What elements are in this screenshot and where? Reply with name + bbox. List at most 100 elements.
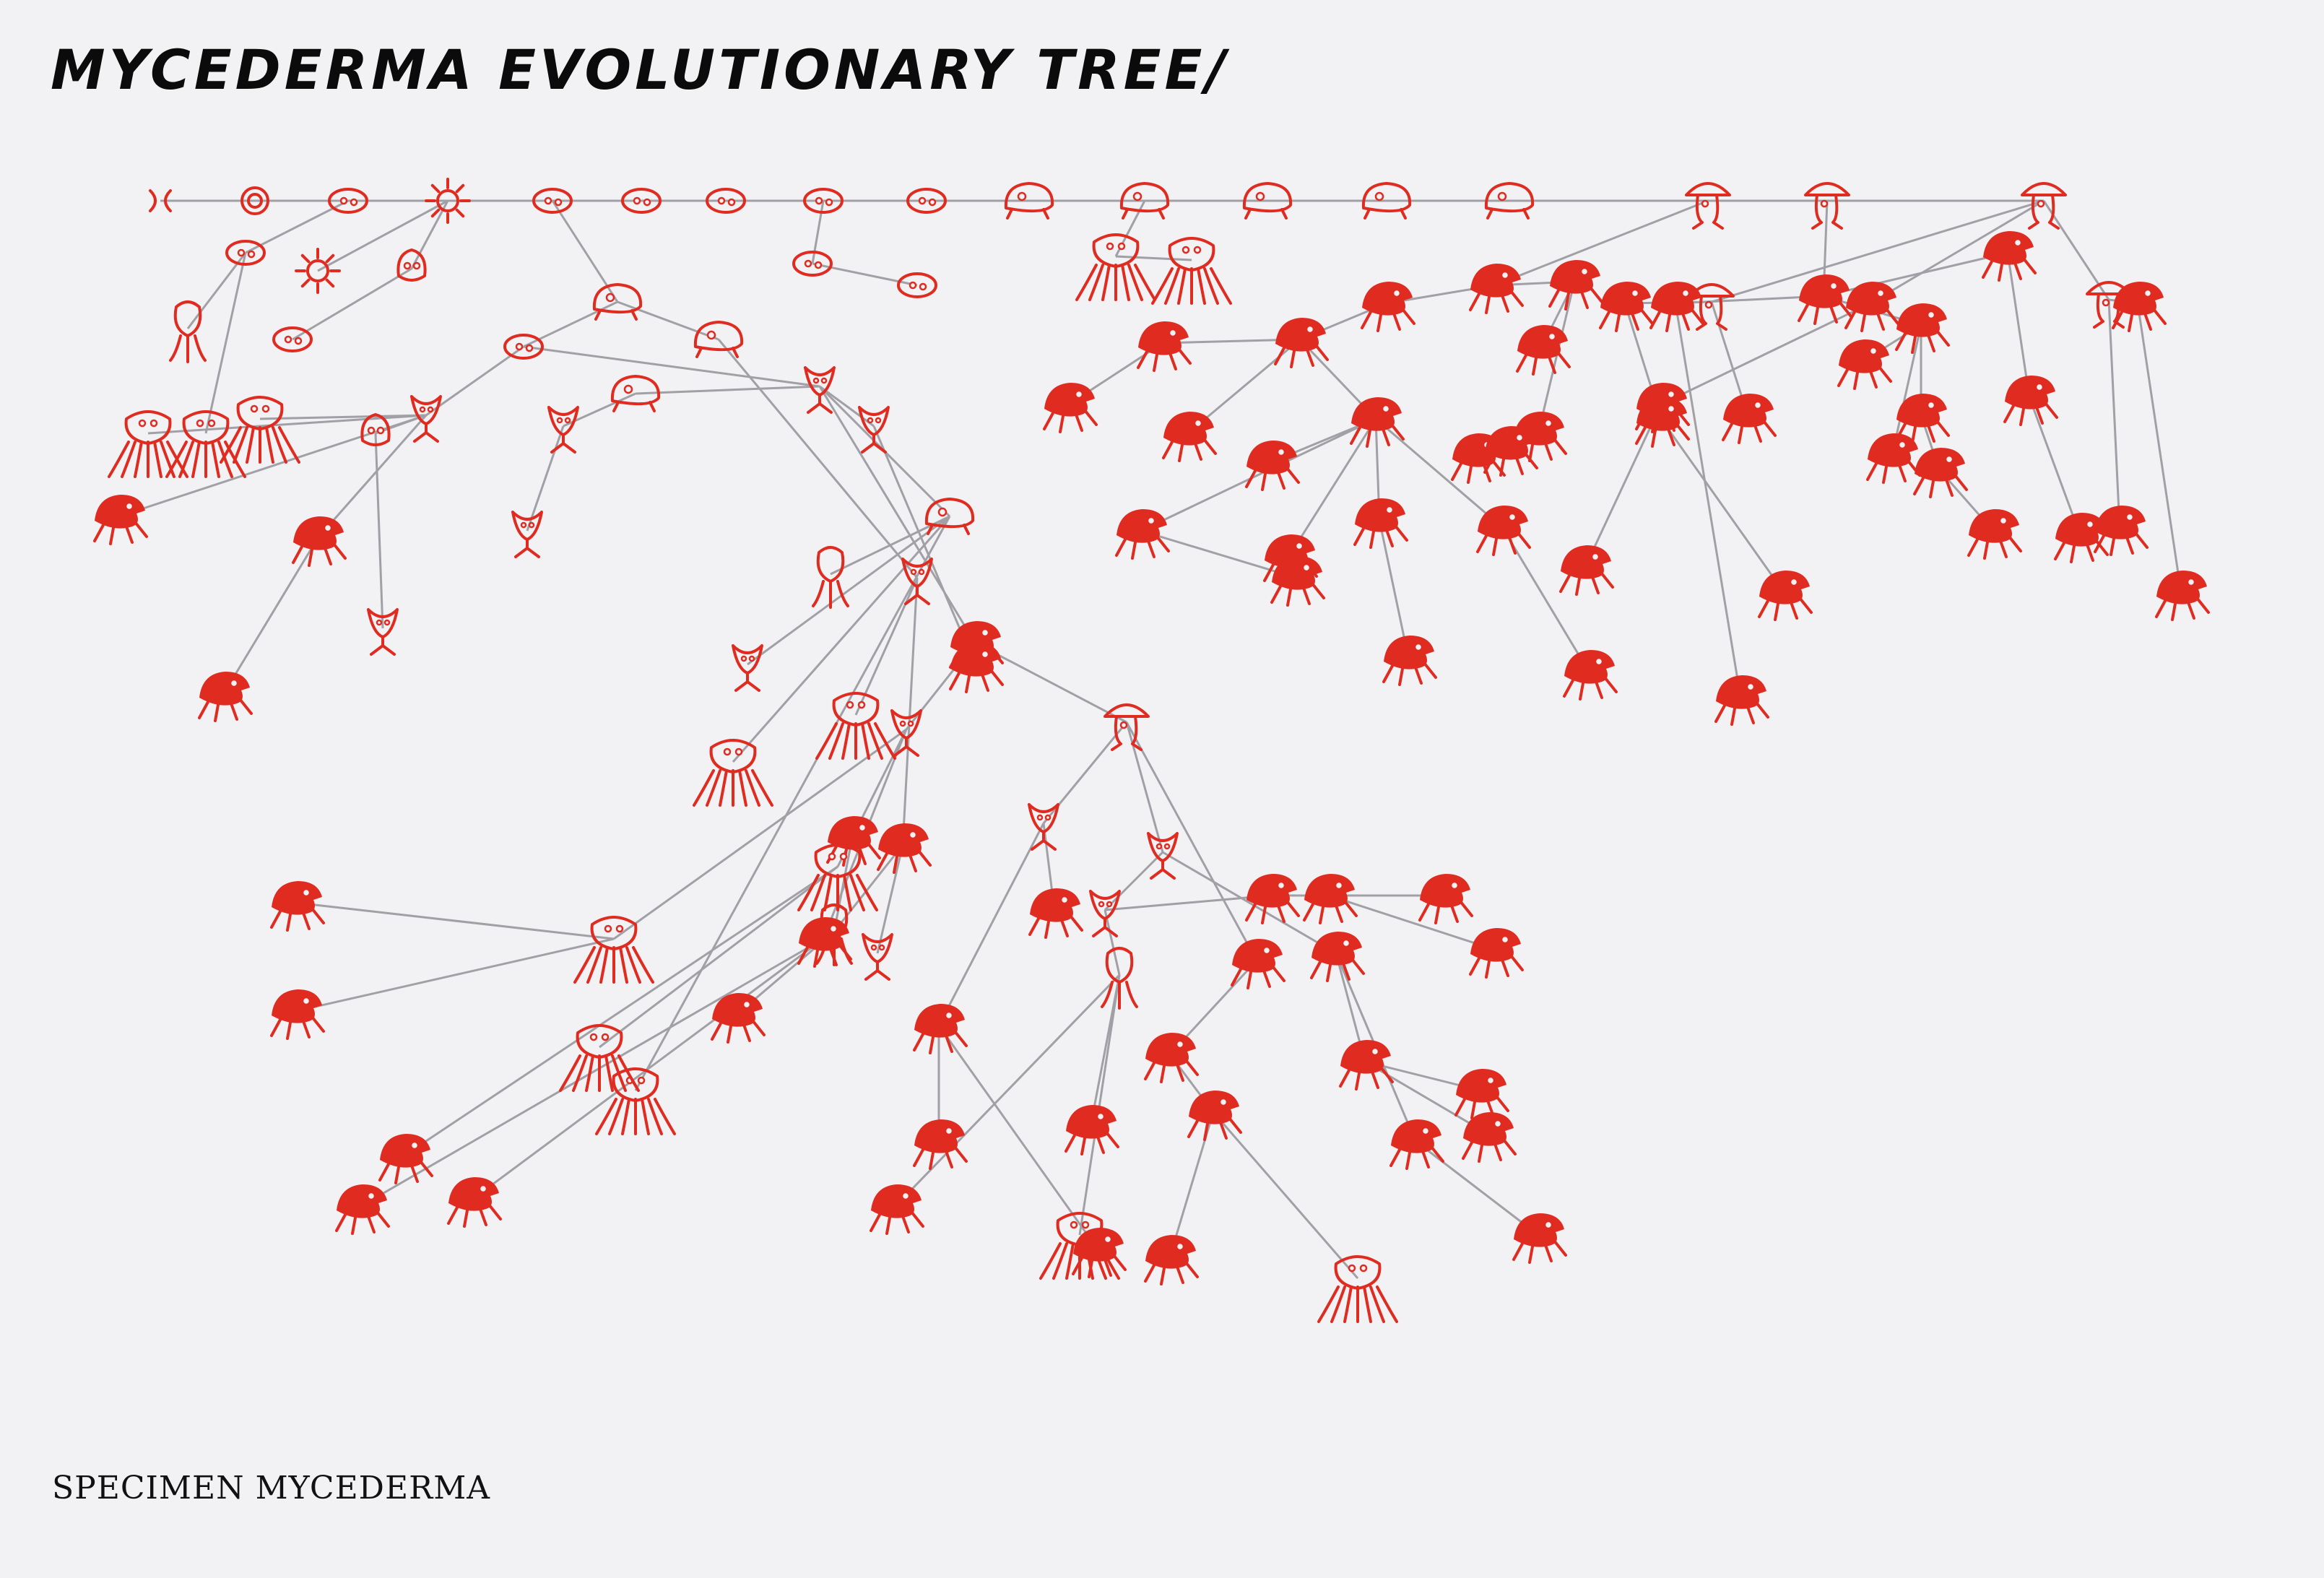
creature-icon bbox=[1274, 318, 1329, 368]
creature-icon bbox=[1714, 675, 1769, 726]
tree-edge bbox=[1891, 324, 1922, 456]
tree-edge bbox=[551, 200, 619, 303]
creature-icon bbox=[2112, 282, 2167, 332]
creature-icon bbox=[2155, 571, 2210, 621]
creature-icon bbox=[1144, 1235, 1199, 1286]
creature-icon bbox=[610, 375, 661, 412]
creature-icon bbox=[108, 410, 188, 478]
tree-edge bbox=[599, 865, 838, 1049]
creature-icon bbox=[1004, 182, 1054, 220]
creature-icon bbox=[1065, 1105, 1119, 1156]
creature-icon bbox=[592, 283, 643, 321]
creature-icon bbox=[913, 1119, 968, 1170]
creature-icon bbox=[1688, 283, 1735, 331]
creature-icon bbox=[1382, 636, 1437, 686]
creature-icon bbox=[573, 916, 654, 984]
tree-edge bbox=[374, 433, 384, 629]
creature-icon bbox=[1649, 282, 1704, 332]
tree-edge bbox=[1494, 199, 1709, 287]
tree-edge bbox=[425, 345, 524, 417]
tree-edge bbox=[316, 415, 428, 539]
tree-edge bbox=[747, 515, 950, 666]
creature-icon bbox=[1187, 1091, 1242, 1141]
tree-edge bbox=[937, 1025, 1099, 1250]
creature-icon bbox=[1317, 1255, 1398, 1323]
tree-nodes bbox=[93, 178, 2210, 1323]
tree-edge bbox=[1674, 303, 1742, 698]
tree-edge bbox=[1140, 417, 1376, 532]
creature-icon bbox=[890, 709, 922, 757]
creature-icon bbox=[870, 1184, 924, 1235]
tree-edge bbox=[1537, 281, 1576, 434]
creature-icon bbox=[1685, 182, 1731, 230]
creature-icon bbox=[292, 516, 347, 567]
creature-icon bbox=[901, 558, 933, 605]
creature-icon bbox=[328, 188, 368, 214]
tree-edge bbox=[717, 339, 919, 578]
tree-edge bbox=[1125, 721, 1258, 961]
creature-icon bbox=[621, 188, 662, 214]
tree-edge bbox=[1375, 417, 1503, 529]
creature-icon bbox=[797, 844, 878, 911]
creature-icon bbox=[1454, 1069, 1509, 1119]
creature-icon bbox=[913, 1004, 968, 1054]
tree-edge bbox=[634, 516, 951, 1091]
creature-icon bbox=[815, 692, 896, 760]
creature-icon bbox=[812, 546, 849, 609]
creature-icon bbox=[797, 917, 852, 968]
creature-icon bbox=[1162, 412, 1217, 462]
creature-icon bbox=[367, 608, 399, 656]
tree-edge bbox=[2006, 252, 2031, 398]
creature-icon bbox=[1722, 394, 1777, 444]
creature-icon bbox=[1310, 932, 1365, 982]
creature-icon bbox=[1101, 947, 1138, 1010]
tree-edge bbox=[1078, 974, 1121, 1236]
tree-edge bbox=[901, 577, 919, 846]
tree-edge bbox=[1660, 302, 1871, 406]
creature-icon bbox=[595, 1067, 676, 1135]
creature-icon bbox=[1484, 182, 1535, 220]
tree-edge bbox=[186, 252, 247, 329]
tree-edge bbox=[259, 414, 427, 420]
creature-icon bbox=[1151, 237, 1232, 305]
creature-icon bbox=[1144, 1033, 1199, 1083]
tree-edge bbox=[245, 199, 349, 254]
page-title: MYCEDERMA EVOLUTIONARY TREE/ bbox=[51, 38, 1230, 102]
tree-edge bbox=[854, 577, 919, 716]
creature-icon bbox=[1075, 233, 1156, 301]
tree-edge bbox=[1501, 526, 1590, 672]
tree-edge bbox=[2107, 299, 2121, 528]
tree-edge bbox=[894, 974, 1121, 1208]
creature-icon bbox=[732, 644, 763, 692]
tree-edge bbox=[2136, 303, 2182, 593]
tree-edge bbox=[404, 865, 838, 1157]
creature-icon bbox=[1353, 498, 1408, 549]
creature-icon bbox=[1115, 509, 1170, 560]
creature-icon bbox=[1245, 874, 1300, 924]
creature-icon bbox=[2021, 182, 2067, 230]
creature-icon bbox=[1895, 394, 1950, 444]
creature-icon bbox=[447, 1177, 502, 1228]
creature-icon bbox=[1028, 803, 1059, 851]
tree-edge bbox=[617, 300, 719, 341]
creature-icon bbox=[1418, 874, 1473, 924]
creature-icon bbox=[532, 188, 573, 214]
creature-icon bbox=[862, 933, 893, 981]
creature-icon bbox=[1119, 182, 1170, 220]
creature-icon bbox=[1469, 928, 1524, 979]
creature-icon bbox=[1798, 274, 1852, 325]
creature-icon bbox=[1599, 282, 1654, 332]
creature-icon bbox=[858, 406, 890, 454]
tree-edge bbox=[818, 386, 976, 643]
creature-icon bbox=[1104, 703, 1150, 751]
tree-edge bbox=[1870, 199, 2045, 305]
creature-icon bbox=[225, 240, 266, 266]
creature-icon bbox=[1967, 509, 2022, 560]
creature-icon bbox=[93, 495, 148, 545]
creature-icon bbox=[924, 498, 975, 535]
creature-icon bbox=[503, 334, 544, 360]
tree-edge bbox=[118, 414, 427, 518]
creature-icon bbox=[240, 186, 269, 215]
tree-edge bbox=[1711, 199, 2045, 303]
